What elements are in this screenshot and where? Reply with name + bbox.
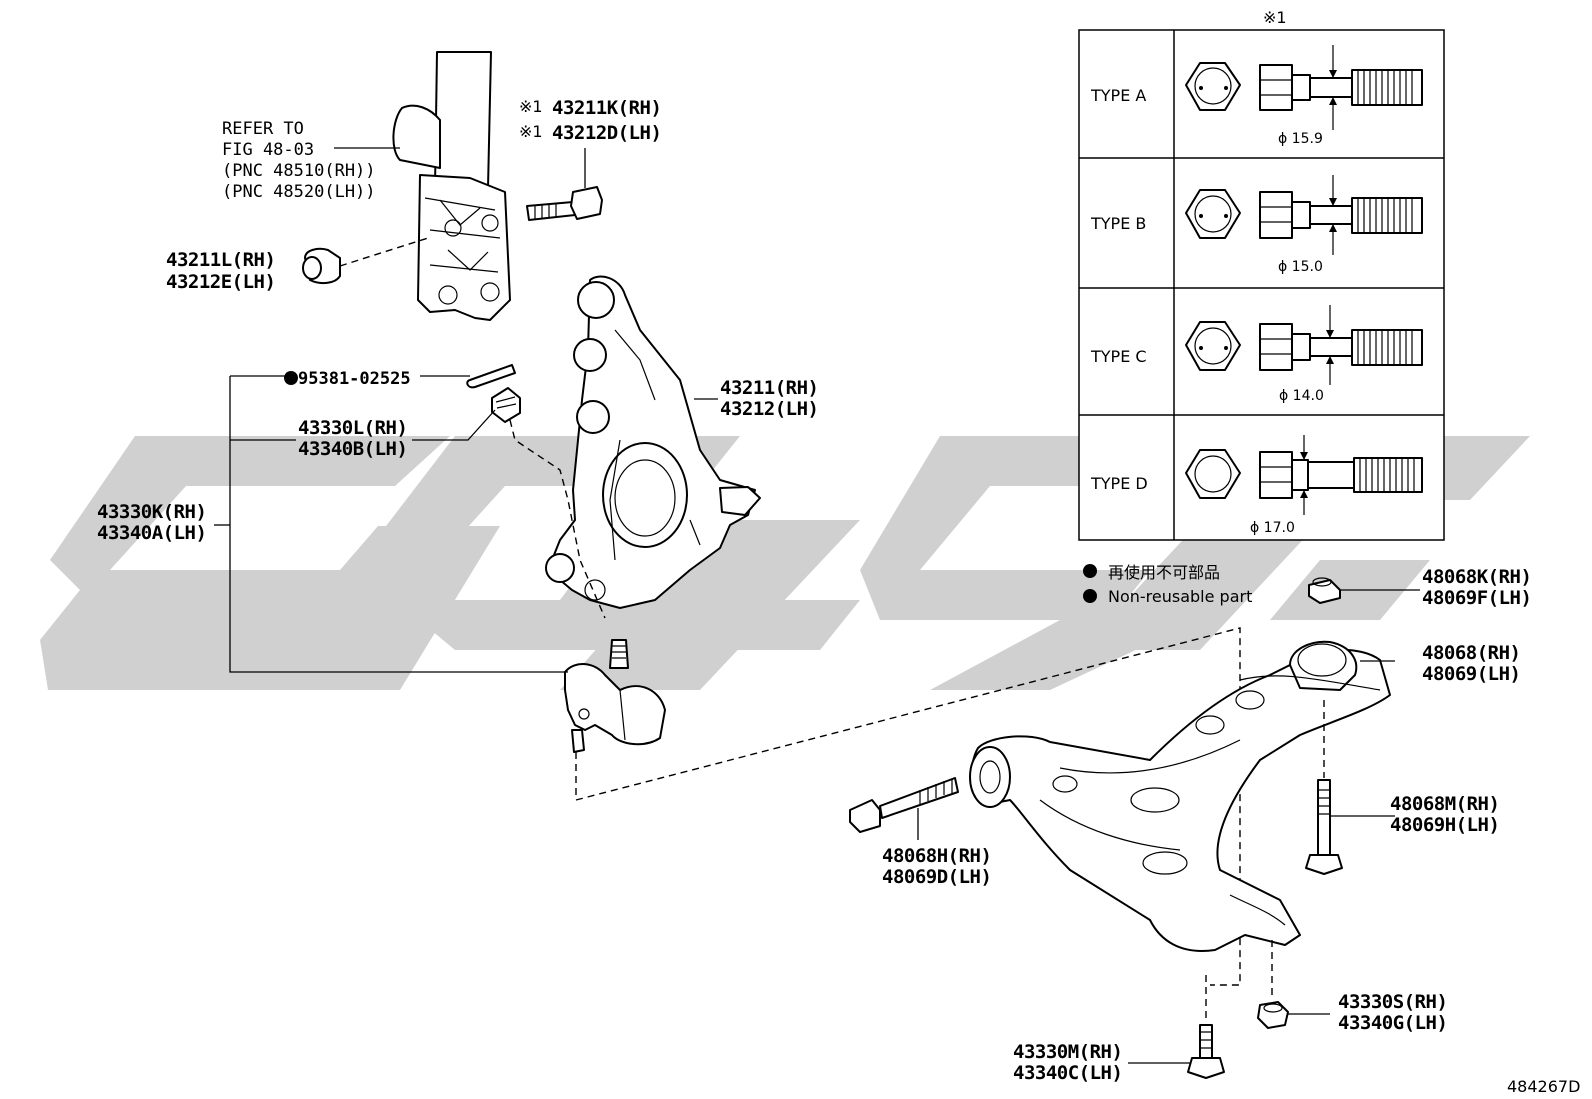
type-d-bolt-icon xyxy=(1185,435,1423,515)
type-b-label: TYPE B xyxy=(1090,214,1146,233)
non-reusable-dot-icon xyxy=(284,371,298,385)
label-rear-bolt-lh: 48069H(LH) xyxy=(1390,814,1499,836)
label-ball-joint-lh: 43340A(LH) xyxy=(97,522,206,544)
lower-control-arm xyxy=(969,640,1391,952)
non-reusable-dot-icon xyxy=(1083,589,1097,603)
label-nut-top-rh: 43211L(RH) xyxy=(166,249,275,271)
label-arm-nut-lh: 43340G(LH) xyxy=(1338,1012,1447,1034)
label-front-bolt-lh: 48069D(LH) xyxy=(882,866,991,888)
table-header-marker: ※1 xyxy=(1263,8,1287,27)
label-bushing-nut-rh: 48068K(RH) xyxy=(1422,566,1531,588)
type-d-label: TYPE D xyxy=(1090,474,1148,493)
label-nut-top-lh: 43212E(LH) xyxy=(166,271,275,293)
refer-line-4: (PNC 48520(LH)) xyxy=(222,182,376,202)
castle-nut xyxy=(491,387,521,423)
type-a-dimension: ϕ 15.9 xyxy=(1278,131,1323,147)
strut-bracket xyxy=(392,51,511,321)
label-cotter-pin: 95381-02525 xyxy=(298,369,411,389)
legend-japanese: 再使用不可部品 xyxy=(1108,563,1220,582)
type-a-bolt-icon xyxy=(1185,45,1423,130)
ball-joint-bracket xyxy=(214,371,568,673)
label-bolt-top-rh: 43211K(RH) xyxy=(552,97,661,119)
bolt-marker-2: ※1 xyxy=(519,122,543,141)
label-front-bolt-rh: 48068H(RH) xyxy=(882,845,991,867)
part-labels: REFER TO FIG 48-03 (PNC 48510(RH)) (PNC … xyxy=(97,97,1580,1096)
type-b-bolt-icon xyxy=(1185,175,1423,255)
legend-english: Non-reusable part xyxy=(1108,587,1252,606)
cotter-pin xyxy=(466,364,516,389)
label-ball-joint-rh: 43330K(RH) xyxy=(97,501,206,523)
type-c-label: TYPE C xyxy=(1090,347,1147,366)
top-bolt xyxy=(526,148,603,221)
refer-line-1: REFER TO xyxy=(222,119,304,139)
lower-ball-joint xyxy=(564,639,666,753)
label-arm-bolt-lh: 43340C(LH) xyxy=(1013,1062,1122,1084)
label-arm-lh: 48069(LH) xyxy=(1422,663,1520,685)
steering-knuckle xyxy=(545,275,761,609)
type-d-dimension: ϕ 17.0 xyxy=(1250,520,1295,536)
bushing-nut xyxy=(1308,577,1341,604)
type-c-bolt-icon xyxy=(1185,305,1423,385)
type-a-label: TYPE A xyxy=(1090,86,1146,105)
diagram-id: 484267D xyxy=(1507,1077,1580,1096)
rear-bolt xyxy=(1305,779,1343,875)
label-bolt-top-lh: 43212D(LH) xyxy=(552,122,661,144)
label-castle-nut-rh: 43330L(RH) xyxy=(298,417,407,439)
type-c-dimension: ϕ 14.0 xyxy=(1279,388,1324,404)
legend: 再使用不可部品 Non-reusable part xyxy=(1083,563,1252,606)
non-reusable-dot-icon xyxy=(1083,564,1097,578)
label-rear-bolt-rh: 48068M(RH) xyxy=(1390,793,1499,815)
top-nut xyxy=(302,247,341,285)
label-arm-nut-rh: 43330S(RH) xyxy=(1338,991,1447,1013)
type-b-dimension: ϕ 15.0 xyxy=(1278,259,1323,275)
label-knuckle-lh: 43212(LH) xyxy=(720,398,818,420)
label-arm-rh: 48068(RH) xyxy=(1422,642,1520,664)
arm-bolt xyxy=(1187,1024,1225,1079)
arm-nut xyxy=(1257,1001,1289,1029)
bolt-types-table: ※1 TYPE A TYPE B TYPE C TYPE D ϕ 15.9 xyxy=(1078,8,1445,541)
refer-line-3: (PNC 48510(RH)) xyxy=(222,161,376,181)
bolt-marker-1: ※1 xyxy=(519,97,543,116)
label-knuckle-rh: 43211(RH) xyxy=(720,377,818,399)
label-castle-nut-lh: 43340B(LH) xyxy=(298,438,407,460)
refer-line-2: FIG 48-03 xyxy=(222,140,314,160)
label-bushing-nut-lh: 48069F(LH) xyxy=(1422,587,1531,609)
front-bolt xyxy=(849,777,959,833)
label-arm-bolt-rh: 43330M(RH) xyxy=(1013,1041,1122,1063)
